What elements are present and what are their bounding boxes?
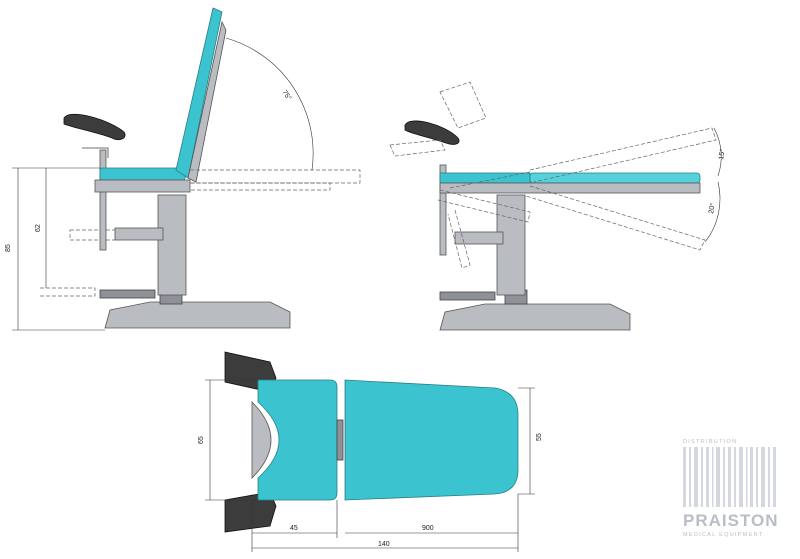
width-back-label: 55: [536, 433, 543, 441]
barcode-graphic: [683, 447, 776, 507]
top-view: 65 55 45 900 140: [198, 351, 543, 552]
seat-frame: [94, 179, 191, 193]
backrest-frame: [187, 20, 227, 183]
length-total-label: 140: [378, 541, 390, 548]
drawer-tray: [114, 227, 164, 241]
watermark-top-text: DISTRIBUTION: [683, 439, 737, 445]
leg-rest-pad: [63, 113, 126, 140]
angle-up-label: 15°: [717, 148, 727, 160]
leg-holder-arm: [82, 147, 109, 158]
angle-up-arc: [713, 127, 722, 177]
footstep: [99, 289, 156, 299]
side-view: 75° 85 62: [5, 7, 361, 331]
leg-rest-raised-outline: [439, 81, 487, 129]
tilt-lift-column: [496, 194, 526, 296]
tilt-back-cushion: [529, 172, 701, 184]
watermark-brand: PRAISTON: [683, 511, 779, 530]
watermark: DISTRIBUTION PRAISTON MEDICAL EQUIPMENT: [683, 439, 779, 538]
length-seat-label: 45: [290, 525, 298, 532]
height-seat-label: 62: [35, 224, 42, 232]
watermark-bottom-text: MEDICAL EQUIPMENT: [683, 532, 764, 538]
chair-base: [104, 301, 291, 329]
width-seat-label: 65: [198, 436, 205, 444]
height-total-label: 85: [5, 244, 12, 252]
tilt-chair-base: [439, 303, 631, 331]
angle-down-arc: [704, 181, 721, 243]
leg-holder-post: [99, 149, 107, 251]
angle-arc: [225, 37, 314, 171]
backrest-reclined-outline: [190, 169, 361, 184]
backrest-reclined-frame-outline: [190, 182, 331, 191]
tilt-down-outline: [525, 185, 706, 251]
top-seat-cutout: [251, 401, 272, 479]
top-seat-cushion: [257, 379, 338, 501]
length-back-label: 900: [422, 525, 434, 532]
top-hinge: [336, 419, 344, 461]
seat-cushion: [99, 167, 186, 181]
top-back-cushion: [344, 379, 519, 501]
tray-extended-outline: [69, 229, 116, 241]
footstep-extended-outline: [40, 287, 96, 297]
lift-column: [157, 194, 187, 296]
backrest-cushion: [175, 7, 223, 179]
angle-backrest-label: 75°: [280, 89, 293, 102]
tilt-view: 15° 20°: [389, 81, 727, 331]
tilt-leg-rest-pad: [404, 120, 460, 145]
tilt-frame: [439, 182, 701, 194]
tilt-up-outline: [529, 127, 717, 183]
angle-down-label: 20°: [707, 202, 717, 214]
